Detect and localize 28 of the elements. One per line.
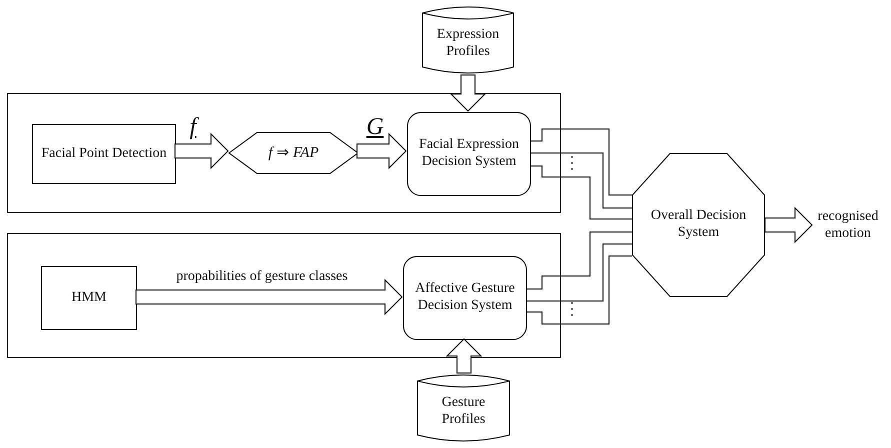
- block-arrow: [764, 206, 813, 244]
- node-label: f ⇒ FAP: [268, 144, 319, 162]
- process-box: [32, 124, 176, 184]
- node-label: Affective Gesture Decision System: [414, 281, 516, 315]
- group-frame: [7, 93, 561, 213]
- node-label: Expression Profiles: [436, 27, 500, 61]
- node-label: HMM: [70, 290, 108, 306]
- connector-line: [530, 152, 632, 208]
- group-frame: [7, 233, 561, 358]
- decision-box: [407, 112, 531, 196]
- block-arrow: [136, 278, 403, 316]
- connector-line: [530, 128, 632, 196]
- block-arrow: [356, 132, 407, 170]
- process-box: [41, 266, 137, 330]
- output-label: recognised emotion: [816, 209, 880, 243]
- node-label: Facial Expression Decision System: [418, 137, 520, 171]
- node-label: Gesture Profiles: [440, 395, 486, 429]
- block-arrow: [174, 132, 229, 170]
- connector-line: [526, 244, 632, 302]
- connector-line: [526, 256, 632, 324]
- block-arrow: [450, 74, 486, 112]
- node-label: Overall Decision System: [650, 208, 748, 242]
- node-label: Facial Point Detection: [40, 146, 168, 162]
- decision-box: [403, 256, 527, 340]
- connector-line: [526, 232, 632, 290]
- edge-label: propabilities of gesture classes: [176, 268, 348, 284]
- connector-line: [530, 166, 632, 220]
- block-arrow: [446, 338, 482, 374]
